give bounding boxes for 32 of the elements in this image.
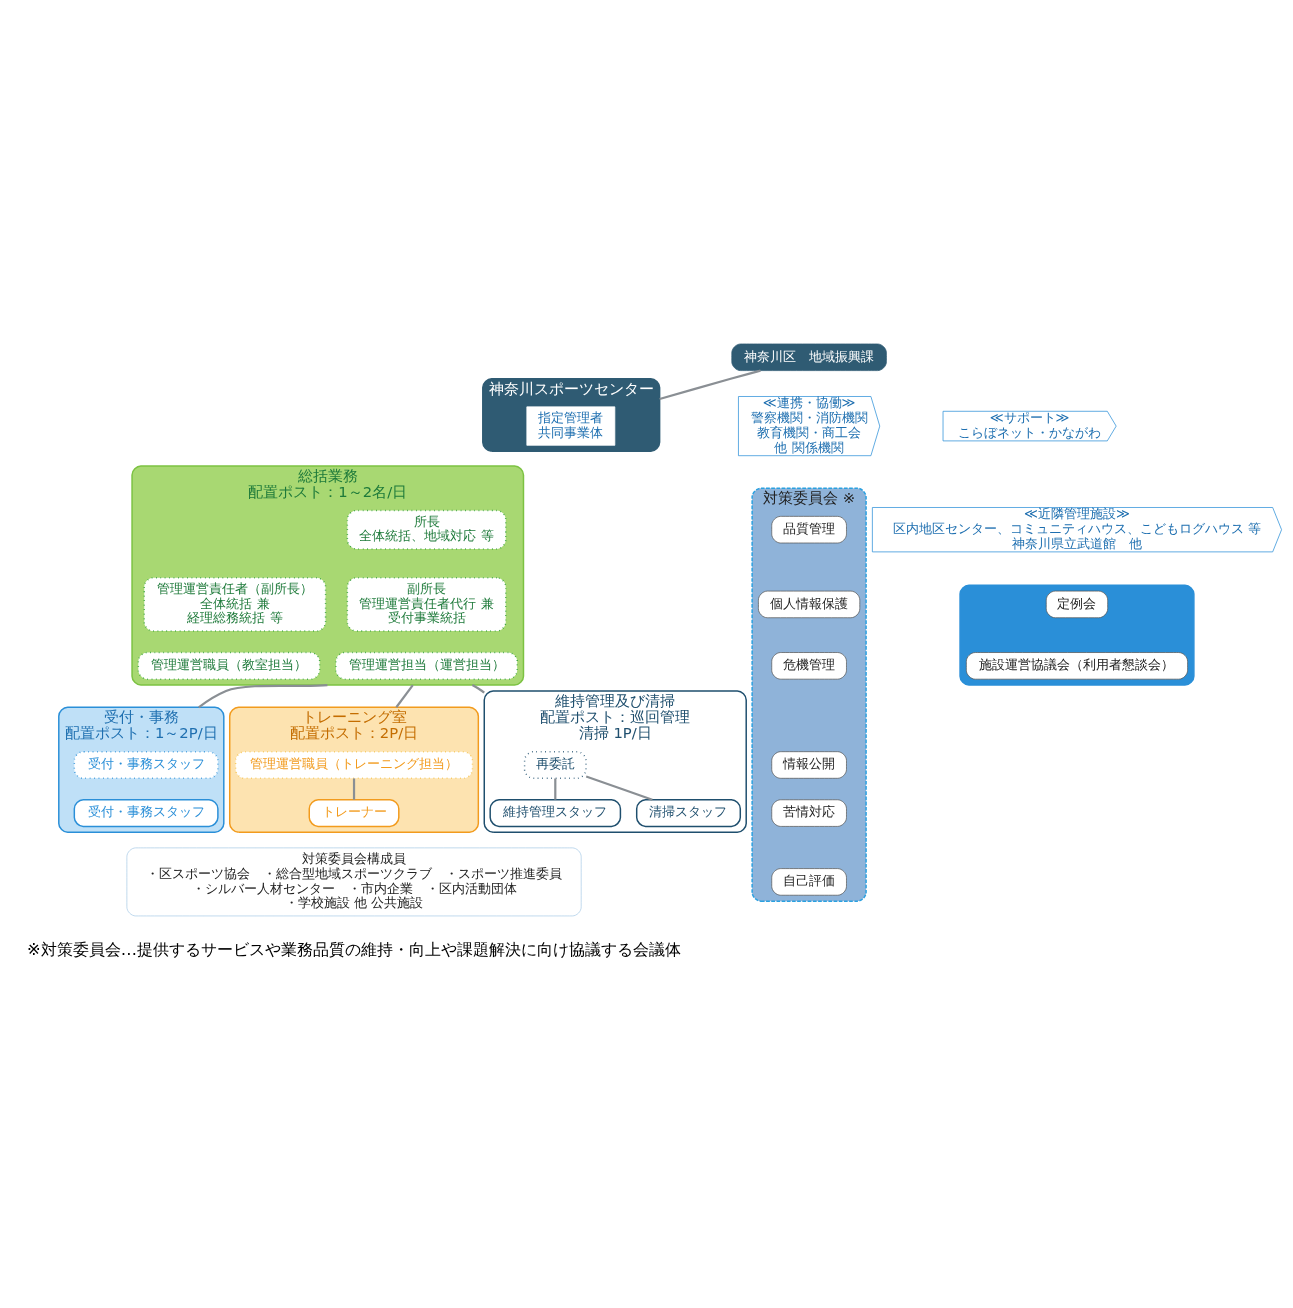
connector bbox=[471, 684, 485, 694]
connector bbox=[395, 684, 414, 708]
connector bbox=[198, 683, 328, 709]
node-box: 管理運営責任者（副所長） 全体統括 兼 経理総務統括 等 bbox=[143, 577, 327, 632]
node-box: 維持管理スタッフ bbox=[489, 799, 622, 828]
node-box: 受付・事務スタッフ bbox=[73, 799, 219, 828]
node-box: 指定管理者 共同事業体 bbox=[526, 406, 616, 446]
node-box: 自己評価 bbox=[771, 868, 847, 896]
node-box: 管理運営職員（教室担当） bbox=[137, 651, 321, 680]
node-box: 定例会 bbox=[1045, 590, 1109, 619]
node-box: 対策委員会構成員 ・区スポーツ協会 ・総合型地域スポーツクラブ ・スポーツ推進委員 ・シルバー人材センター ・市内企業 ・区内活動団体 ・学校施設 他 公共施設 bbox=[126, 847, 582, 917]
node-box: 施設運営協議会（利用者懇談会） bbox=[965, 652, 1188, 680]
node-box: 清掃スタッフ bbox=[635, 799, 742, 828]
node-box: 副所長 管理運営責任者代行 兼 受付事業統括 bbox=[346, 577, 507, 632]
node-box: 個人情報保護 bbox=[758, 590, 861, 619]
connector bbox=[554, 778, 557, 800]
node-box: 苦情対応 bbox=[771, 799, 847, 827]
node-box: 受付・事務スタッフ bbox=[73, 750, 219, 780]
node-box: 管理運営職員（トレーニング担当） bbox=[234, 750, 474, 780]
node-box: 再委託 bbox=[523, 750, 587, 780]
node-box: 情報公開 bbox=[771, 751, 847, 779]
connector bbox=[659, 369, 761, 401]
connector bbox=[352, 778, 356, 800]
connector bbox=[585, 775, 653, 801]
node-box: 神奈川区 地域振興課 bbox=[731, 343, 887, 371]
node-box: トレーナー bbox=[308, 799, 400, 828]
node-box: 管理運営担当（運営担当） bbox=[335, 651, 518, 680]
cluster bbox=[959, 584, 1195, 686]
label: ※対策委員会…提供するサービスや業務品質の維持・向上や課題解決に向け協議する会議体 bbox=[27, 939, 681, 959]
node-box: 所長 全体統括、地域対応 等 bbox=[346, 509, 507, 550]
node-box: 品質管理 bbox=[771, 516, 847, 544]
node-box: 危機管理 bbox=[771, 652, 847, 680]
